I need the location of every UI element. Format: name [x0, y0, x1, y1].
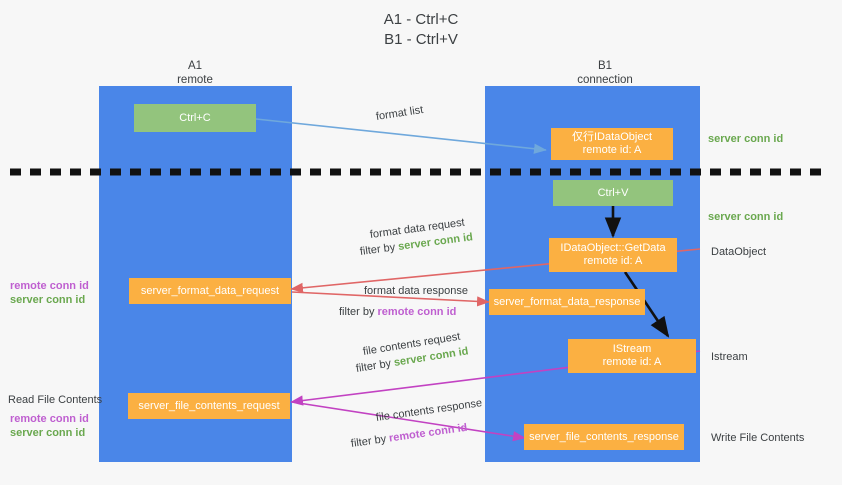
annotation-write-file-contents-text: Write File Contents	[711, 432, 805, 444]
annotation-read-file-contents: Read File Contents	[8, 393, 102, 407]
edge-label-format-data-response-filter: filter by remote conn id	[339, 305, 456, 319]
node-ctrl-c[interactable]: Ctrl+C	[134, 104, 256, 132]
annotation-istream-text: Istream	[711, 351, 748, 363]
column-header-a1: A1 remote	[135, 59, 255, 87]
annotation-server-conn-id-top: server conn id	[708, 132, 783, 146]
annotation-dataobject-text: DataObject	[711, 246, 767, 258]
edge-label-format-data-response-text: format data response	[364, 285, 468, 297]
column-header-b1-sub: connection	[577, 74, 633, 86]
annotation-left-server-conn-id-1: server conn id	[10, 294, 86, 306]
title-line-2: B1 - Ctrl+V	[384, 31, 458, 48]
node-idataobject-line2: remote id: A	[582, 144, 642, 156]
filter-prefix: filter by	[355, 357, 395, 375]
edge-label-format-data-response: format data response	[364, 284, 468, 298]
edge-label-file-contents-response: file contents response	[375, 396, 483, 425]
annotation-left-conn-ids-1: remote conn id server conn id	[10, 279, 89, 307]
column-header-b1-name: B1	[597, 60, 613, 72]
edge-label-format-list: format list	[375, 103, 424, 124]
node-istream[interactable]: IStream remote id: A	[568, 339, 696, 373]
node-server-file-contents-response-label: server_file_contents_response	[529, 430, 679, 443]
filter-key-remote-conn-id: remote conn id	[388, 421, 469, 445]
node-server-file-contents-request[interactable]: server_file_contents_request	[128, 393, 290, 419]
annotation-write-file-contents: Write File Contents	[711, 431, 804, 445]
edge-label-file-contents-response-filter: filter by remote conn id	[350, 421, 468, 451]
node-istream-line2: remote id: A	[602, 356, 662, 368]
column-header-a1-sub: remote	[177, 74, 213, 86]
filter-prefix: filter by	[339, 306, 378, 318]
node-ctrl-v-label: Ctrl+V	[597, 186, 629, 199]
column-header-b1: B1 connection	[545, 59, 665, 87]
edge-label-file-contents-response-text: file contents response	[375, 397, 483, 424]
node-server-format-data-response[interactable]: server_format_data_response	[489, 289, 645, 315]
filter-prefix: filter by	[350, 432, 390, 450]
node-ctrl-c-label: Ctrl+C	[179, 111, 211, 124]
node-getdata-line1: IDataObject::GetData	[560, 242, 666, 254]
annotation-server-conn-id-top-text: server conn id	[708, 133, 784, 145]
title-line-1: A1 - Ctrl+C	[383, 11, 459, 28]
annotation-server-conn-id-mid: server conn id	[708, 210, 783, 224]
annotation-left-conn-ids-2: remote conn id server conn id	[10, 412, 89, 440]
node-idataobject-line1: 仅行IDataObject	[571, 131, 653, 143]
node-getdata[interactable]: IDataObject::GetData remote id: A	[549, 238, 677, 272]
annotation-istream: Istream	[711, 350, 748, 364]
node-server-format-data-response-label: server_format_data_response	[493, 295, 641, 308]
node-server-format-data-request-label: server_format_data_request	[140, 284, 280, 297]
node-idataobject[interactable]: 仅行IDataObject remote id: A	[551, 128, 673, 160]
annotation-dataobject: DataObject	[711, 245, 766, 259]
annotation-read-file-contents-text: Read File Contents	[8, 394, 103, 406]
node-server-format-data-request[interactable]: server_format_data_request	[129, 278, 291, 304]
column-header-a1-name: A1	[187, 60, 203, 72]
node-getdata-line2: remote id: A	[583, 255, 643, 267]
node-istream-line1: IStream	[612, 343, 652, 355]
node-server-file-contents-response[interactable]: server_file_contents_response	[524, 424, 684, 450]
annotation-left-server-conn-id-2: server conn id	[10, 427, 86, 439]
annotation-left-remote-conn-id-1: remote conn id	[10, 280, 89, 292]
edge-label-format-list-text: format list	[375, 104, 425, 123]
node-ctrl-v[interactable]: Ctrl+V	[553, 180, 673, 206]
filter-key-remote-conn-id: remote conn id	[377, 306, 457, 318]
page-title: A1 - Ctrl+C B1 - Ctrl+V	[0, 10, 842, 50]
annotation-left-remote-conn-id-2: remote conn id	[10, 413, 89, 425]
node-server-file-contents-request-label: server_file_contents_request	[138, 399, 280, 412]
annotation-server-conn-id-mid-text: server conn id	[708, 211, 784, 223]
filter-prefix: filter by	[359, 241, 399, 258]
